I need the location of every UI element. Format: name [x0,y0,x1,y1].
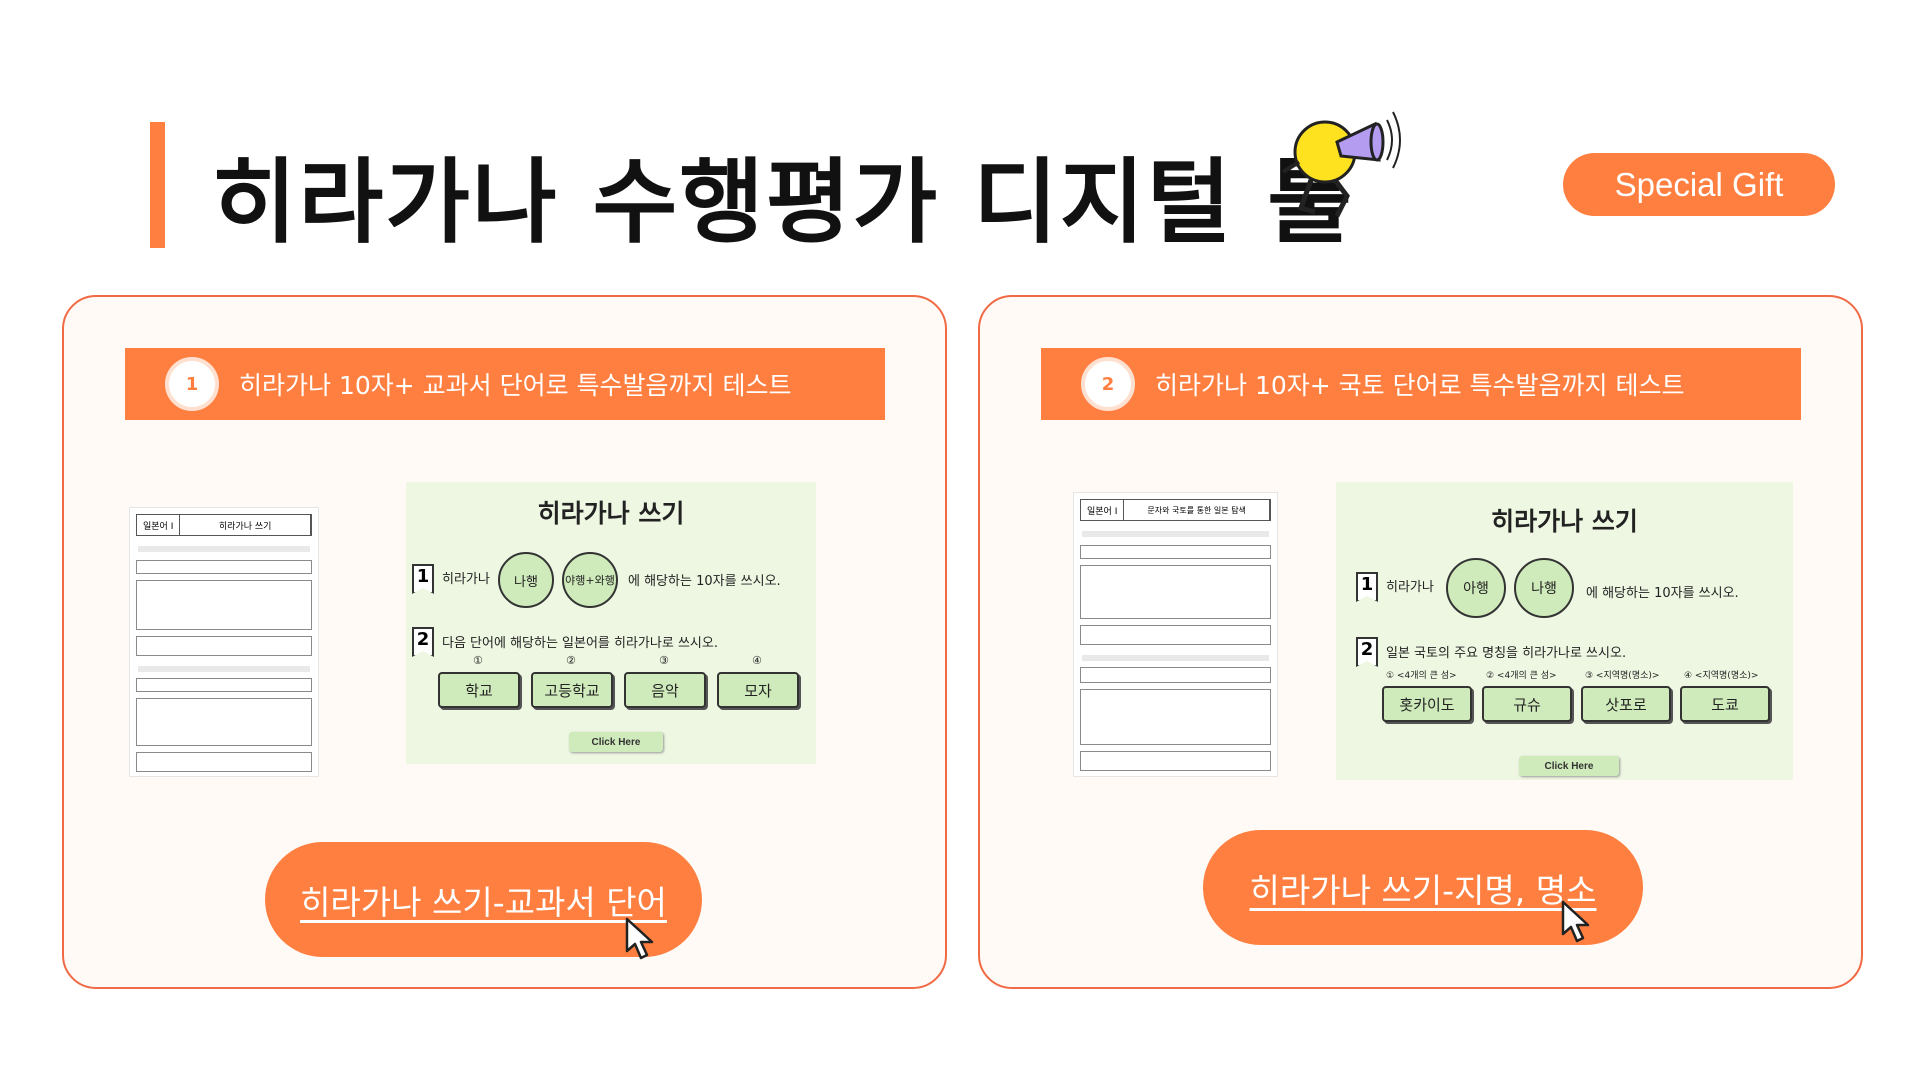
card-header: 2 히라가나 10자+ 국토 단어로 특수발음까지 테스트 [1041,348,1801,420]
question-flag: 2 [1356,637,1378,667]
answer-number: ① [473,654,483,667]
question-prefix: 히라가나 [442,572,490,587]
answer-box: 삿포로 [1581,686,1671,722]
card-heading: 히라가나 10자+ 교과서 단어로 특수발음까지 테스트 [239,371,792,400]
worksheet-box [136,636,312,656]
question-suffix: 에 해당하는 10자를 쓰시오. [1586,586,1739,601]
worksheet-box [1080,545,1271,559]
cta-link[interactable]: 히라가나 쓰기-지명, 명소 [1249,870,1597,910]
worksheet-line [138,666,310,672]
answer-box: 규슈 [1482,686,1572,722]
cta-link[interactable]: 히라가나 쓰기-교과서 단어 [300,882,667,922]
preview-panel: 히라가나 쓰기 1 히라가나 아행 나행 에 해당하는 10자를 쓰시오. 2 … [1336,482,1793,780]
worksheet-title: 문자와 국토를 통한 일본 탐색 [1124,500,1270,520]
question-suffix: 에 해당하는 10자를 쓰시오. [628,574,781,589]
answer-number: ④ [752,654,762,667]
preview-panel: 히라가나 쓰기 1 히라가나 나행 야행+와행 에 해당하는 10자를 쓰시오.… [406,482,816,764]
worksheet-box [136,678,312,692]
question-flag: 2 [412,627,434,657]
click-here-button: Click Here [569,732,663,752]
tool-card-1: 1 히라가나 10자+ 교과서 단어로 특수발음까지 테스트 일본어 I 히라가… [62,295,947,989]
preview-title: 히라가나 쓰기 [537,499,685,528]
answer-box: 모자 [717,672,799,708]
answer-number: ① <4개의 큰 섬> [1386,671,1457,681]
bubble-option: 아행 [1446,558,1506,618]
worksheet-subject: 일본어 I [137,515,181,535]
answer-box: 학교 [438,672,520,708]
title-accent-bar [150,122,165,248]
card-number: 1 [165,357,219,411]
pointer-cursor-icon [625,917,654,960]
tool-card-2: 2 히라가나 10자+ 국토 단어로 특수발음까지 테스트 일본어 I 문자와 … [978,295,1863,989]
pointer-cursor-icon [1561,900,1590,943]
worksheet-box [1080,689,1271,745]
worksheet-box [1080,625,1271,645]
answer-box: 음악 [624,672,706,708]
special-gift-badge: Special Gift [1563,153,1835,216]
worksheet-box [136,698,312,746]
worksheet-title: 히라가나 쓰기 [180,515,311,535]
question-text: 다음 단어에 해당하는 일본어를 히라가나로 쓰시오. [442,636,718,651]
worksheet-line [138,546,310,552]
answer-number: ② [566,654,576,667]
answer-box: 홋카이도 [1382,686,1472,722]
click-here-button: Click Here [1519,756,1619,776]
card-header: 1 히라가나 10자+ 교과서 단어로 특수발음까지 테스트 [125,348,885,420]
worksheet-box [136,560,312,574]
preview-title: 히라가나 쓰기 [1491,507,1638,536]
answer-number: ③ [659,654,669,667]
worksheet-line [1082,655,1269,661]
worksheet-header: 일본어 I 히라가나 쓰기 [136,514,312,536]
card-number: 2 [1081,357,1135,411]
card-heading: 히라가나 10자+ 국토 단어로 특수발음까지 테스트 [1155,371,1685,400]
worksheet-box [1080,667,1271,683]
worksheet-header: 일본어 I 문자와 국토를 통한 일본 탐색 [1080,499,1271,521]
worksheet-thumbnail: 일본어 I 히라가나 쓰기 [129,507,319,777]
worksheet-thumbnail: 일본어 I 문자와 국토를 통한 일본 탐색 [1073,492,1278,777]
worksheet-box [1080,565,1271,619]
worksheet-box [136,752,312,772]
bubble-option: 나행 [1514,558,1574,618]
answer-box: 고등학교 [531,672,613,708]
answer-number: ④ <지역명(명소)> [1684,671,1759,681]
answer-number: ② <4개의 큰 섬> [1486,671,1557,681]
worksheet-box [136,580,312,630]
page-title: 히라가나 수행평가 디지털 툴 [212,149,1354,256]
worksheet-subject: 일본어 I [1081,500,1125,520]
question-prefix: 히라가나 [1386,580,1434,595]
answer-box: 도쿄 [1680,686,1770,722]
worksheet-line [1082,531,1269,537]
megaphone-mascot-icon [1281,111,1401,218]
question-flag: 1 [412,564,434,594]
bubble-option: 야행+와행 [562,552,618,608]
question-flag: 1 [1356,572,1378,602]
answer-number: ③ <지역명(명소)> [1585,671,1660,681]
bubble-option: 나행 [498,552,554,608]
worksheet-box [1080,751,1271,771]
question-text: 일본 국토의 주요 명칭을 히라가나로 쓰시오. [1386,646,1627,661]
